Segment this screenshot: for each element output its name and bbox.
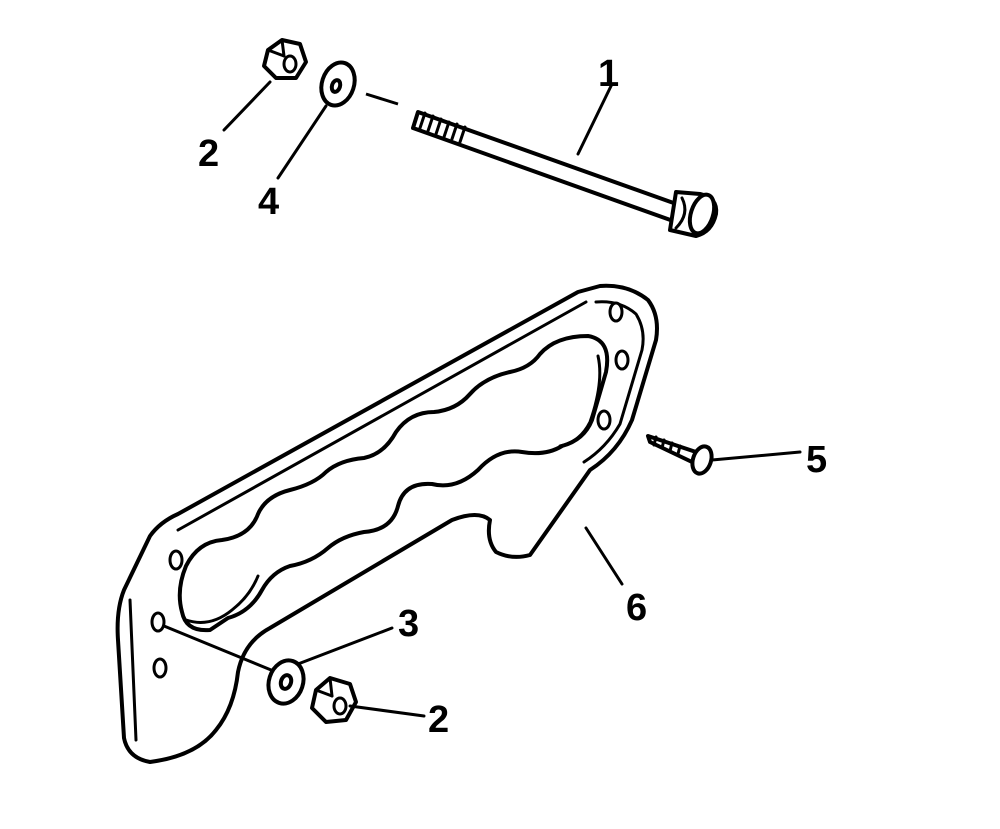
washer-top — [319, 60, 357, 108]
leader-line-6 — [584, 526, 624, 586]
mounting-plate-part — [115, 283, 659, 764]
leader-line-3 — [296, 626, 394, 666]
bolt-part — [411, 110, 719, 238]
callout-label-2-bottom: 2 — [428, 699, 449, 741]
hex-nut-bottom — [310, 676, 358, 724]
washer-bottom — [266, 658, 306, 706]
assembly-line-top — [365, 92, 399, 106]
callout-label-3: 3 — [398, 603, 419, 645]
hex-nut-top — [262, 38, 308, 80]
leader-line-2-top — [222, 80, 272, 132]
leader-line-2-bottom — [348, 704, 426, 718]
callout-label-2-top: 2 — [198, 133, 219, 175]
screw-part — [646, 434, 714, 476]
leader-line-4 — [276, 104, 328, 180]
callout-label-1: 1 — [598, 53, 619, 95]
callout-label-4: 4 — [258, 181, 279, 223]
leader-line-5 — [710, 450, 802, 462]
callout-label-6: 6 — [626, 587, 647, 629]
callout-label-5: 5 — [806, 439, 827, 481]
leader-line-1 — [576, 82, 614, 156]
assembly-line-bottom — [163, 624, 277, 674]
